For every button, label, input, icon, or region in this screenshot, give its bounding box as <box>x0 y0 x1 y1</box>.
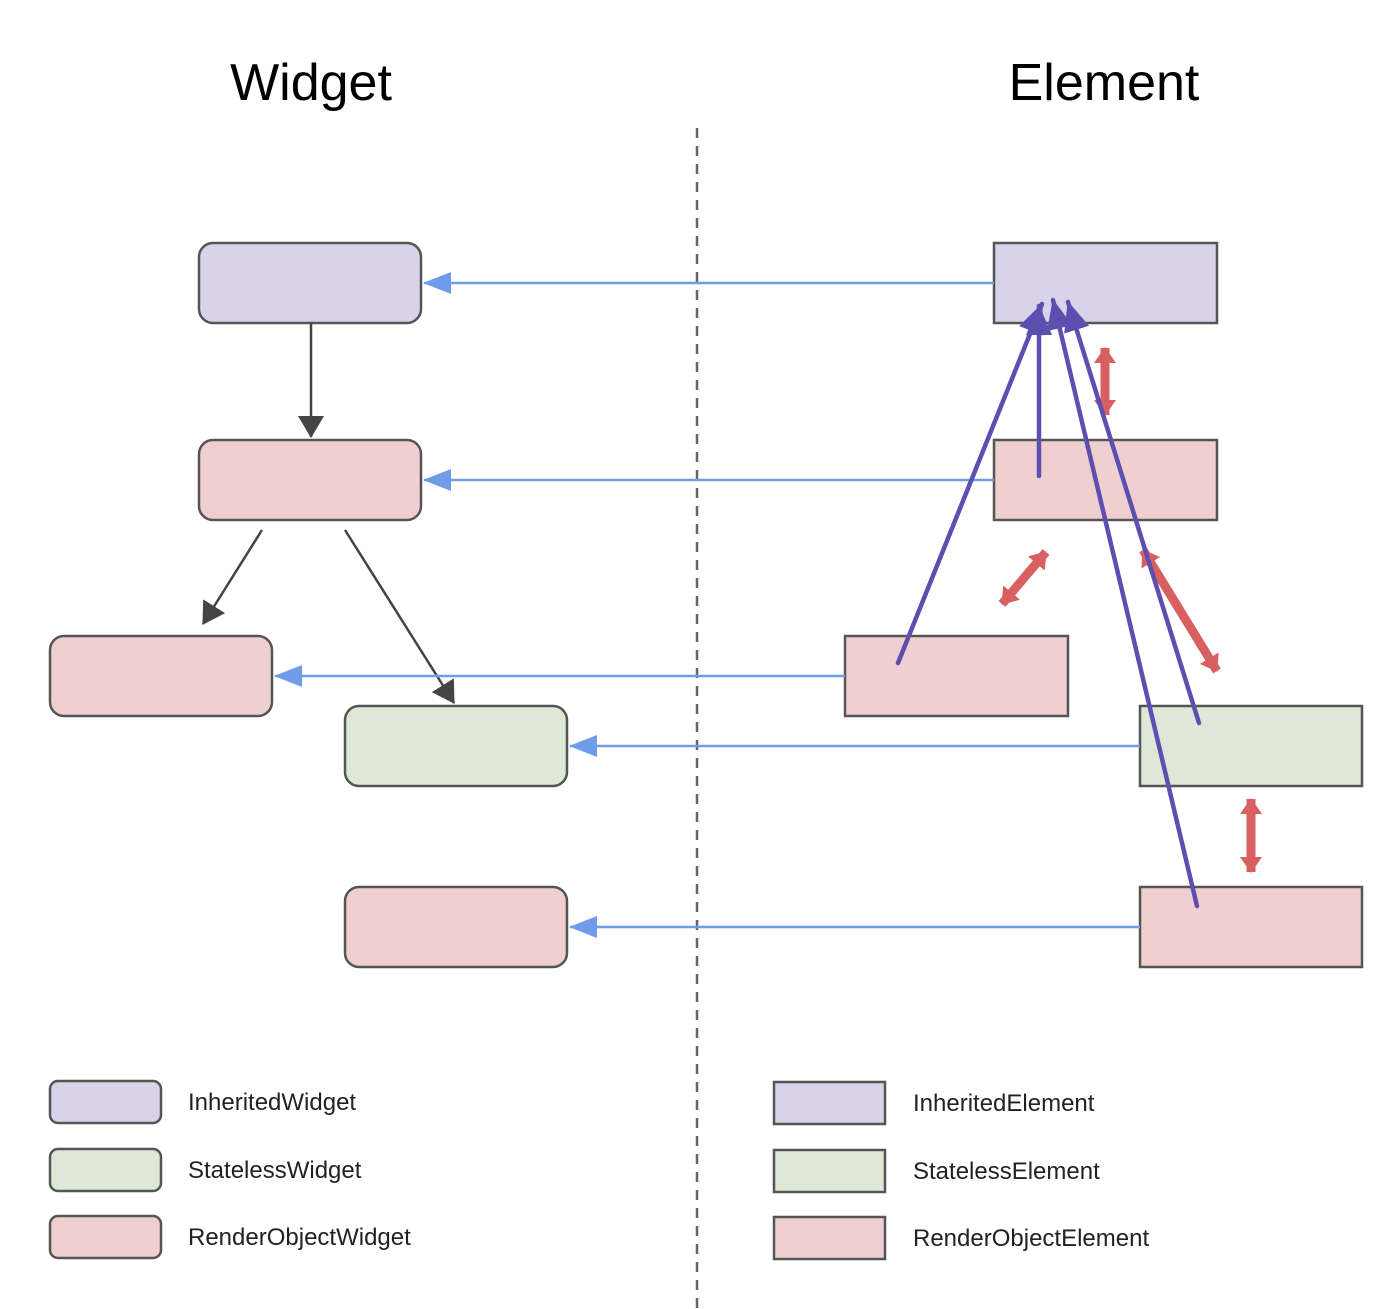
element-node-inherited <box>992 241 1219 325</box>
legend-swatch-inherited-widget <box>48 1079 163 1125</box>
widget-node-stateless <box>343 704 569 788</box>
legend-label-render-object-element: RenderObjectElement <box>913 1225 1149 1252</box>
legend-swatch-inherited-element <box>772 1080 887 1126</box>
widget-heading: Widget <box>230 54 392 112</box>
widget-edge-render-to-stateless <box>343 529 456 704</box>
widget-node-render-object-2 <box>48 634 274 718</box>
legend-label-render-object-widget: RenderObjectWidget <box>188 1224 411 1251</box>
legend-swatch-render-object-element <box>772 1215 887 1261</box>
legend-widgets: InheritedWidget StatelessWidget RenderOb… <box>48 1079 411 1260</box>
element-node-render-object-1 <box>992 438 1219 522</box>
dependency-arrow-from-render2 <box>895 301 1045 666</box>
element-link-render1-stateless <box>1139 547 1221 674</box>
element-node-render-object-3 <box>1138 885 1364 969</box>
legend-swatch-stateless-element <box>772 1148 887 1194</box>
dependency-arrow-from-render3 <box>1047 297 1200 909</box>
widget-node-inherited <box>197 241 423 325</box>
legend-label-inherited-element: InheritedElement <box>913 1090 1095 1117</box>
legend-label-stateless-widget: StatelessWidget <box>188 1157 362 1184</box>
widget-node-render-object-1 <box>197 438 423 522</box>
element-link-render1-render2 <box>998 549 1050 607</box>
element-heading: Element <box>1009 54 1200 112</box>
element-node-render-object-2 <box>843 634 1070 718</box>
widget-edge-render-to-left-child <box>201 529 264 625</box>
legend-swatch-stateless-widget <box>48 1147 163 1193</box>
element-node-stateless <box>1138 704 1364 788</box>
dependency-arrow-from-stateless <box>1064 299 1202 726</box>
widget-node-render-object-3 <box>343 885 569 969</box>
legend-label-stateless-element: StatelessElement <box>913 1158 1100 1185</box>
legend-elements: InheritedElement StatelessElement Render… <box>772 1080 1149 1261</box>
legend-swatch-render-object-widget <box>48 1214 163 1260</box>
legend-label-inherited-widget: InheritedWidget <box>188 1089 356 1116</box>
